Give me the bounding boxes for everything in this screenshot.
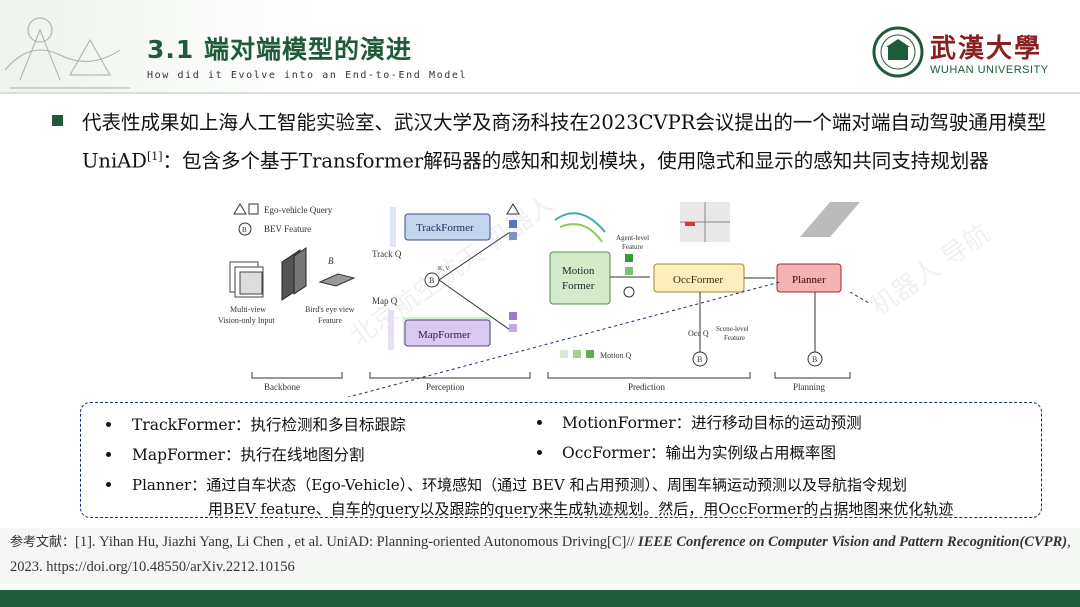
feature-planner-line-1: Planner：通过自车状态（Ego-Vehicle）、环境感知（通过 BEV … <box>132 476 907 494</box>
motion-label-1: Motion <box>562 265 595 277</box>
bev-label-1: Bird's eye view <box>305 305 355 314</box>
intro-paragraph: 代表性成果如上海人工智能实验室、武汉大学及商汤科技在2023CVPR会议提出的一… <box>82 106 1057 179</box>
feature-occformer: OccFormer：输出为实例级占用概率图 <box>562 444 836 462</box>
kv-label-1: K, V <box>438 266 450 272</box>
svg-text:B: B <box>697 355 702 364</box>
citation-marker[interactable]: [1] <box>146 150 163 163</box>
trackformer-label: TrackFormer <box>416 222 474 234</box>
trackformer-block <box>404 213 491 241</box>
query-square-icon <box>248 203 259 215</box>
reference-citation: 参考文献：[1]. Yihan Hu, Jiazhi Yang, Li Chen… <box>10 530 1075 579</box>
header-divider <box>0 92 1080 94</box>
input-label-2: Vision-only Input <box>218 316 275 325</box>
stage-perception: Perception <box>426 382 465 392</box>
legend-ego-query: Ego-vehicle Query <box>264 205 333 215</box>
footer-bar <box>0 590 1080 607</box>
stage-backbone: Backbone <box>264 382 300 392</box>
reference-body: [1]. Yihan Hu, Jiazhi Yang, Li Chen , et… <box>75 534 639 550</box>
bullet-dot <box>106 422 111 427</box>
planner-block <box>776 263 842 293</box>
feature-planner-line-2: 用BEV feature、自车的query以及跟踪的query来生成轨迹规划。然… <box>208 500 954 518</box>
stage-planning: Planning <box>793 382 826 392</box>
bullet-dot <box>537 450 542 455</box>
bev-circle-icon <box>238 222 252 236</box>
agent-label-2: Feature <box>622 243 643 251</box>
university-logo-english: WUHAN UNIVERSITY <box>930 64 1049 76</box>
motion-q-label: Motion Q <box>600 351 632 360</box>
query-triangle-icon <box>233 203 247 215</box>
svg-text:B: B <box>429 276 434 285</box>
stage-prediction: Prediction <box>628 382 665 392</box>
bullet-square-icon <box>52 115 63 126</box>
page-subtitle: How did it Evolve into an End-to-End Mod… <box>147 70 468 81</box>
feature-motionformer: MotionFormer：进行移动目标的运动预测 <box>562 414 862 432</box>
bullet-dot <box>106 452 111 457</box>
mapformer-label: MapFormer <box>418 329 471 341</box>
reference-prefix: 参考文献： <box>10 535 76 550</box>
track-q-label: Track Q <box>372 249 402 259</box>
bev-label-2: Feature <box>318 316 342 325</box>
input-label-1: Multi-view <box>230 305 266 314</box>
feature-list-box <box>80 402 1042 518</box>
agent-label-1: Agent-level <box>616 234 649 242</box>
feature-mapformer: MapFormer：执行在线地图分割 <box>132 446 365 464</box>
svg-text:B: B <box>242 226 247 234</box>
reference-venue: IEEE Conference on Computer Vision and P… <box>638 534 1068 550</box>
scene-label-2: Feature <box>724 334 745 342</box>
bullet-dot <box>106 482 111 487</box>
legend-bev-feature: BEV Feature <box>264 224 311 234</box>
motionformer-block <box>549 251 611 305</box>
svg-text:B: B <box>812 355 817 364</box>
reference-background <box>0 528 1080 584</box>
intro-text-a: 代表性成果如上海人工智能实验室、武汉大学及商汤科技在2023CVPR会议提出的一… <box>82 111 1047 173</box>
page-title: 3.1 端对端模型的演进 <box>147 35 412 64</box>
occ-q-label: Occ Q <box>688 329 709 338</box>
occformer-label: OccFormer <box>673 274 723 286</box>
mapformer-block <box>404 319 491 347</box>
campus-sketch-illustration <box>4 17 130 89</box>
motion-label-2: Former <box>562 280 595 292</box>
b-label: B <box>328 256 334 266</box>
university-seal-logo <box>872 26 924 78</box>
university-logo-name: 武漢大學 <box>930 34 1043 64</box>
bullet-dot <box>537 420 542 425</box>
feature-trackformer: TrackFormer：执行检测和多目标跟踪 <box>132 416 406 434</box>
slide-header: 3.1 端对端模型的演进 How did it Evolve into an E… <box>0 0 1080 92</box>
watermark: 机器人 导航 <box>865 218 996 323</box>
planner-label: Planner <box>792 274 826 286</box>
intro-text-b: ：包含多个基于Transformer解码器的感知和规划模块，使用隐式和显示的感知… <box>162 149 989 173</box>
reference-tail[interactable]: , 2023. https://doi.org/10.48550/arXiv.2… <box>10 534 1071 575</box>
scene-label-1: Scene-level <box>716 325 749 333</box>
map-q-label: Map Q <box>372 296 398 306</box>
uniad-architecture-diagram: Ego-vehicle Query B BEV Feature Multi-vi… <box>218 202 870 397</box>
